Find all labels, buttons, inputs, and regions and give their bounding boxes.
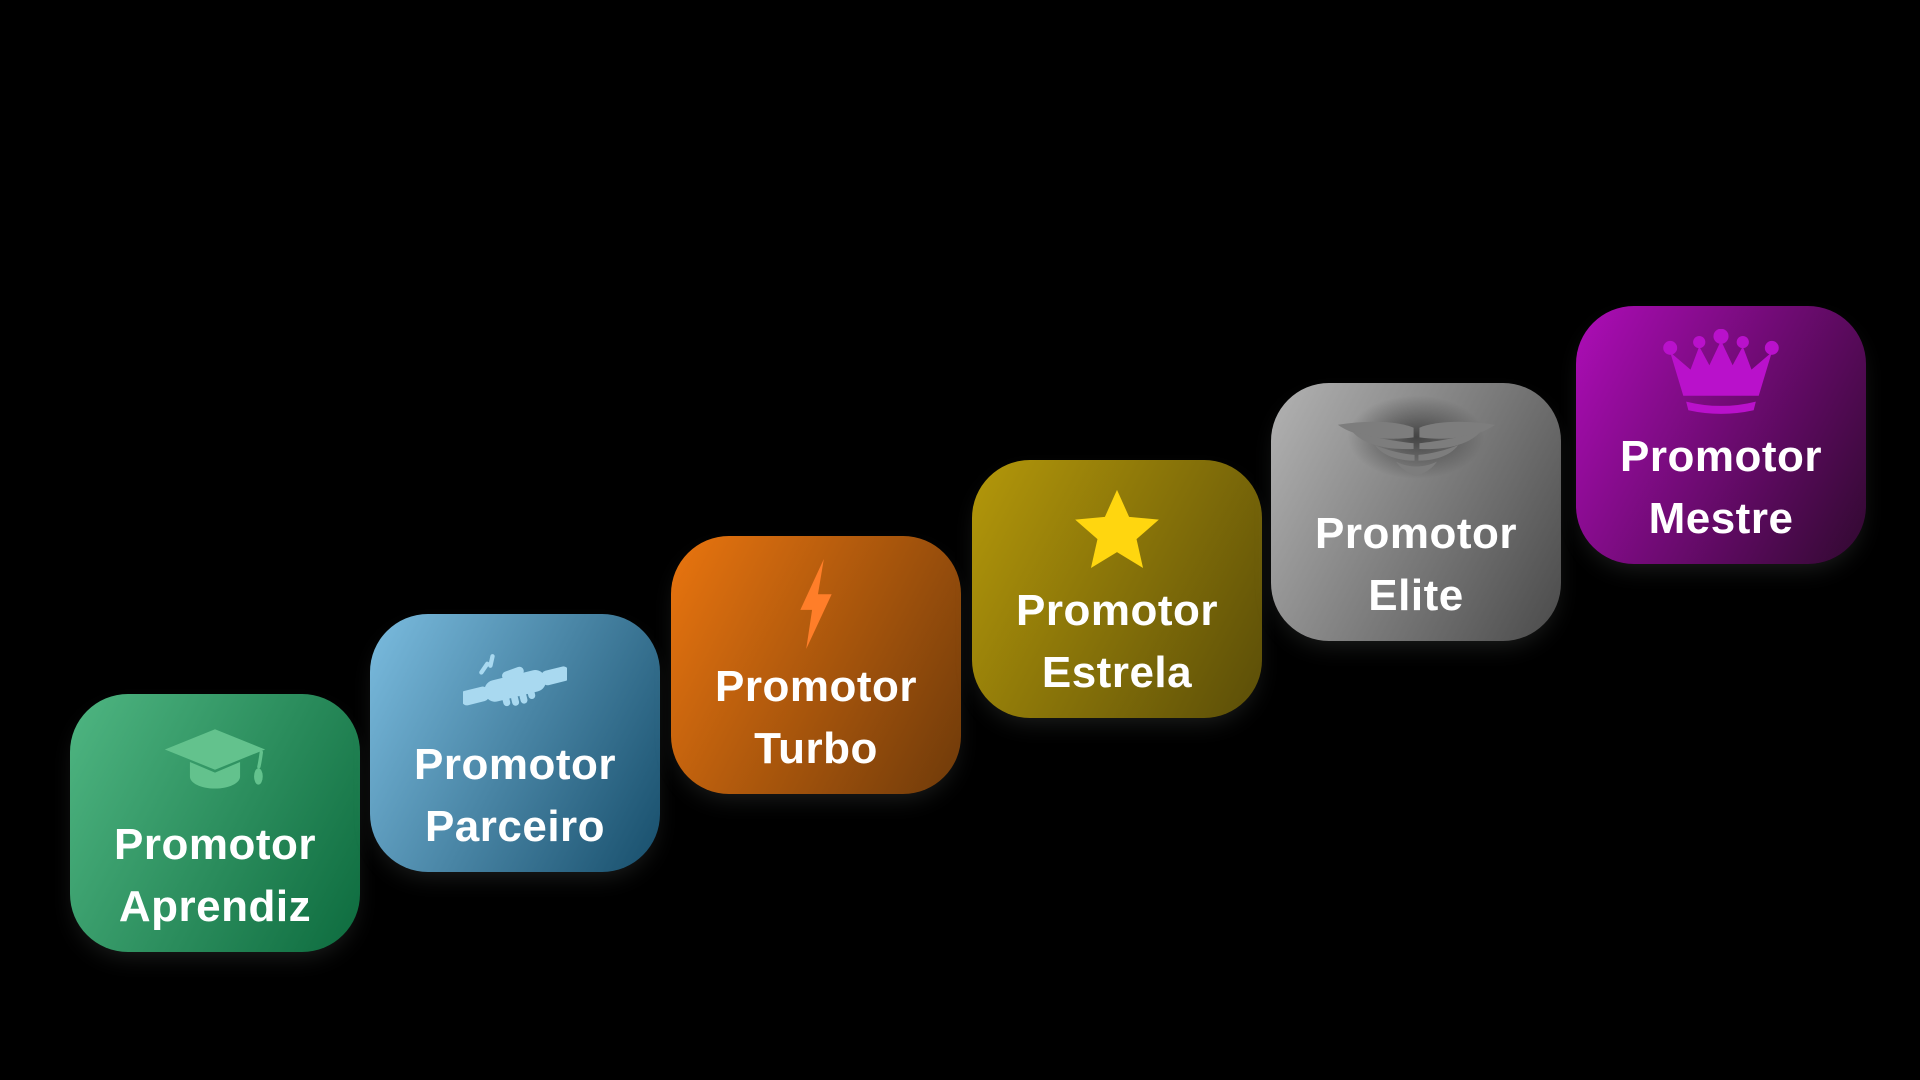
level-title-line2: Aprendiz	[118, 882, 312, 931]
level-card-estrela: Promotor Estrela	[972, 460, 1262, 718]
handshake-icon	[370, 632, 660, 732]
crown-icon	[1576, 324, 1866, 424]
level-card-elite: Promotor Elite	[1271, 383, 1561, 641]
level-title-line1: Promotor	[1620, 432, 1822, 481]
level-title: Promotor Aprendiz	[114, 814, 316, 938]
level-card-turbo: Promotor Turbo	[671, 536, 961, 794]
level-card-aprendiz: Promotor Aprendiz	[70, 694, 360, 952]
level-title: Promotor Parceiro	[414, 734, 616, 858]
level-title-line2: Parceiro	[424, 802, 606, 851]
level-title-line2: Mestre	[1648, 494, 1794, 543]
level-title: Promotor Turbo	[715, 656, 917, 780]
graduation-cap-icon	[70, 712, 360, 812]
level-card-mestre: Promotor Mestre	[1576, 306, 1866, 564]
level-title-line1: Promotor	[414, 740, 616, 789]
level-title: Promotor Elite	[1315, 503, 1517, 627]
star-icon	[972, 478, 1262, 578]
level-title-line2: Estrela	[1041, 648, 1193, 697]
level-title: Promotor Estrela	[1016, 580, 1218, 704]
level-title-line2: Elite	[1368, 571, 1464, 620]
level-title-line1: Promotor	[1016, 586, 1218, 635]
level-title-line1: Promotor	[1315, 509, 1517, 558]
level-title-line1: Promotor	[114, 820, 316, 869]
lightning-bolt-icon	[671, 554, 961, 654]
level-title-line1: Promotor	[715, 662, 917, 711]
wings-icon	[1271, 401, 1561, 501]
level-card-parceiro: Promotor Parceiro	[370, 614, 660, 872]
level-title-line2: Turbo	[754, 724, 878, 773]
level-title: Promotor Mestre	[1620, 426, 1822, 550]
